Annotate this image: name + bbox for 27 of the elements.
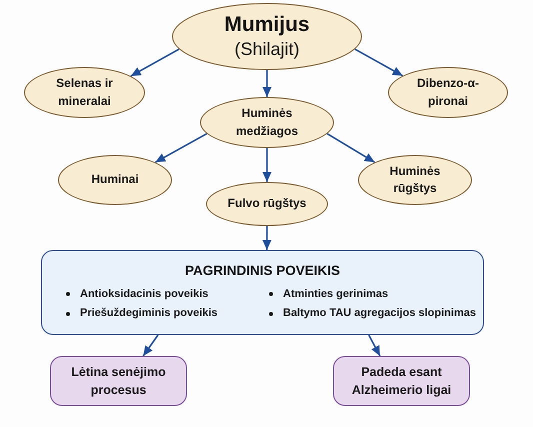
- arrow: [368, 334, 381, 356]
- node-label: Huminės rūgštys: [388, 162, 442, 197]
- arrow: [154, 133, 208, 163]
- arrow: [142, 334, 159, 356]
- outcome-box: [333, 356, 470, 406]
- arrow: [326, 133, 376, 163]
- node-label: Huminai: [91, 171, 139, 188]
- node-label: Padeda esant Alzheimerio ligai: [350, 364, 452, 399]
- node-label: Selenas ir mineralai: [55, 75, 114, 110]
- arrow: [262, 70, 272, 97]
- outcome-box: [50, 356, 187, 406]
- node-subtitle: (Shilajit): [234, 38, 300, 62]
- arrow: [130, 48, 180, 77]
- bullet-item: Antioksidacinis poveikis: [80, 286, 208, 302]
- node-title: Mumijus: [224, 12, 310, 38]
- node-label: Huminės medžiagos: [234, 105, 299, 140]
- panel-heading: PAGRINDINIS POVEIKIS: [184, 262, 340, 280]
- bullet-item: Priešuždegiminis poveikis: [80, 306, 218, 322]
- arrow: [354, 48, 404, 76]
- arrow: [262, 226, 272, 250]
- bullet-item: Atminties gerinimas: [283, 286, 388, 302]
- bullet-item: Baltymo TAU agregacijos slopinimas: [283, 306, 476, 322]
- node-label: Fulvo rūgštys: [228, 195, 306, 212]
- node-label: Lėtina senėjimo procesus: [70, 364, 167, 399]
- arrow: [262, 148, 272, 182]
- effects-panel: [41, 250, 484, 335]
- node-label: Dibenzo-α-pironai: [416, 75, 480, 110]
